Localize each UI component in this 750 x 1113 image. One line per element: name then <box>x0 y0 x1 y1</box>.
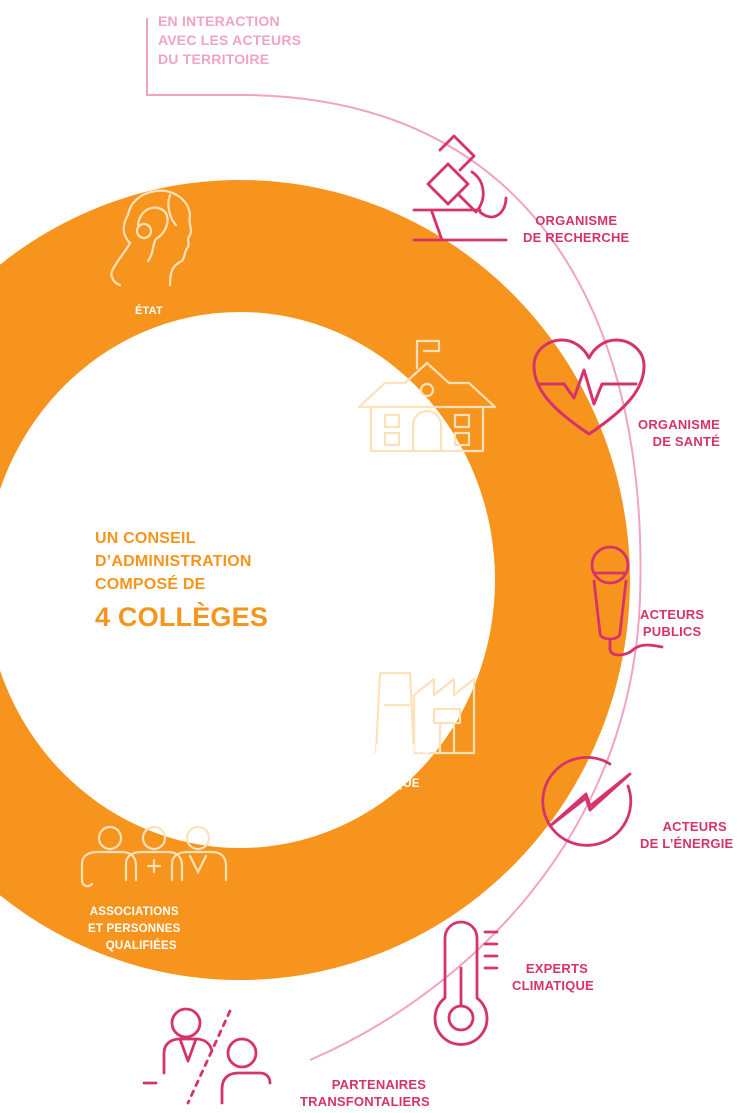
college-associations-label: ASSOCIATIONS ET PERSONNES QUALIFIÉES <box>88 906 181 952</box>
header-connector-line <box>146 18 250 96</box>
colleges-ring <box>0 180 630 980</box>
town-hall-icon <box>357 339 497 453</box>
actor-sante-label: ORGANISME DE SANTÉ <box>638 417 720 449</box>
actor-recherche-label: ORGANISME DE RECHERCHE <box>523 213 630 245</box>
people-group-icon <box>80 825 228 888</box>
thermometer-icon <box>433 920 499 1046</box>
actor-energie-label: ACTEURS DE L’ÉNERGIE <box>640 819 734 851</box>
actor-publics-label: ACTEURS PUBLICS <box>640 607 705 639</box>
college-etat-label: ÉTAT <box>135 305 163 317</box>
microscope-icon <box>412 134 508 242</box>
woman-head-icon <box>110 189 193 287</box>
actor-transfrontaliers-label: PARTENAIRES TRANSFONTALIERS <box>300 1077 430 1109</box>
lightning-icon <box>541 756 633 847</box>
actors-arc <box>249 94 642 1061</box>
microphone-icon <box>590 545 664 657</box>
college-economique-label: REPRÉSENTANTS DU MONDE ÉCONOMIQUE <box>327 744 431 790</box>
header-title: EN INTERACTION AVEC LES ACTEURS DU TERRI… <box>158 13 302 67</box>
heart-pulse-icon <box>532 338 646 436</box>
factory-icon <box>374 671 476 755</box>
college-collectivites-label: COLLECTIVITÉS TERRITORIALES <box>382 502 478 531</box>
ring-center-text: UN CONSEIL D’ADMINISTRATION COMPOSÉ DE 4… <box>95 527 268 635</box>
actor-climatique-label: EXPERTS CLIMATIQUE <box>512 961 594 993</box>
colleges-count: 4 COLLÈGES <box>95 602 269 632</box>
partners-icon <box>142 1007 272 1105</box>
